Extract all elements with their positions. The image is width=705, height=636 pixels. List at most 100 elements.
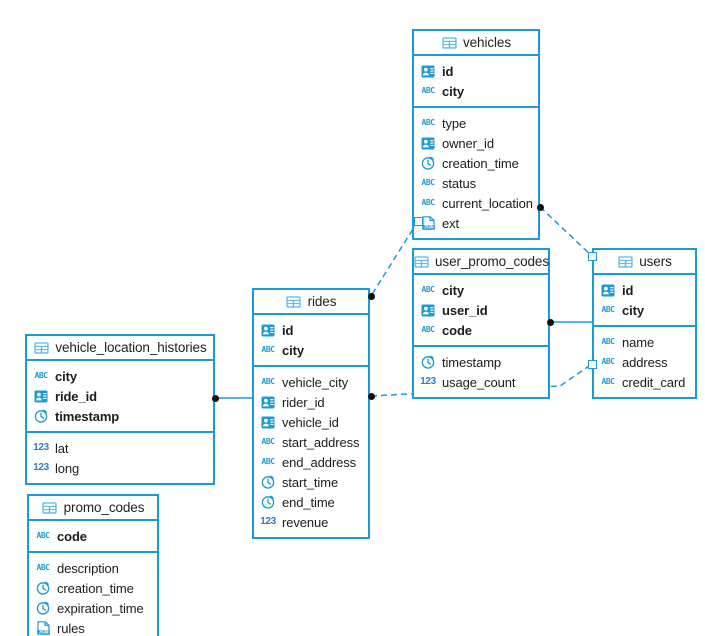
string-type-icon: ABC xyxy=(601,337,615,346)
column-name: city xyxy=(622,302,645,318)
number-type-icon: 123 xyxy=(33,442,49,453)
primary-key-row[interactable]: user_id xyxy=(414,300,548,320)
primary-key-row[interactable]: timestamp xyxy=(27,406,213,426)
number-type-icon: 123 xyxy=(420,376,436,387)
column-name: start_time xyxy=(282,474,339,490)
timestamp-type-icon xyxy=(260,495,276,509)
column-row[interactable]: creation_time xyxy=(414,153,538,173)
table-header-vehicles[interactable]: vehicles xyxy=(414,31,538,56)
column-name: timestamp xyxy=(442,354,502,370)
column-row[interactable]: creation_time xyxy=(29,578,157,598)
string-type-icon: ABC xyxy=(261,377,275,386)
string-type-icon: ABC xyxy=(421,285,435,294)
table-header-rides[interactable]: rides xyxy=(254,290,368,315)
table-name: promo_codes xyxy=(63,500,145,515)
string-type-icon: ABC xyxy=(261,437,275,446)
number-type-icon: 123 xyxy=(260,516,276,527)
uuid-type-icon xyxy=(600,283,616,297)
column-name: owner_id xyxy=(442,135,494,151)
column-row[interactable]: end_time xyxy=(254,492,368,512)
table-header-users[interactable]: users xyxy=(594,250,695,275)
uuid-type-icon xyxy=(420,64,436,78)
string-type-icon: ABC xyxy=(601,357,615,366)
uuid-type-icon xyxy=(420,136,436,150)
table-header-vehicle_location_histories[interactable]: vehicle_location_histories xyxy=(27,336,213,361)
column-row[interactable]: expiration_time xyxy=(29,598,157,618)
relationship-vehicles-rides xyxy=(370,220,419,297)
column-row[interactable]: 123 revenue xyxy=(254,512,368,532)
primary-key-row[interactable]: id xyxy=(254,320,368,340)
column-name: name xyxy=(622,334,655,350)
column-name: long xyxy=(55,460,80,476)
column-name: rider_id xyxy=(282,394,325,410)
column-name: city xyxy=(442,282,465,298)
column-name: description xyxy=(57,560,119,576)
column-row[interactable]: timestamp xyxy=(414,352,548,372)
primary-key-row[interactable]: ride_id xyxy=(27,386,213,406)
column-name: creation_time xyxy=(57,580,134,596)
column-name: type xyxy=(442,115,467,131)
relationship-source-marker xyxy=(211,394,219,402)
primary-key-row[interactable]: id xyxy=(414,61,538,81)
uuid-type-icon xyxy=(260,415,276,429)
column-row[interactable]: ABC name xyxy=(594,332,695,352)
table-icon xyxy=(33,341,49,355)
column-row[interactable]: owner_id xyxy=(414,133,538,153)
column-row[interactable]: 123 lat xyxy=(27,438,213,458)
table-name: users xyxy=(639,254,672,269)
string-type-icon: ABC xyxy=(36,563,50,572)
column-name: lat xyxy=(55,440,69,456)
column-row[interactable]: rider_id xyxy=(254,392,368,412)
column-name: city xyxy=(55,368,78,384)
column-row[interactable]: ABC description xyxy=(29,558,157,578)
column-row[interactable]: vehicle_id xyxy=(254,412,368,432)
column-group: ABC description creation_time expiration_ti… xyxy=(29,553,157,636)
string-type-icon: ABC xyxy=(36,531,50,540)
primary-key-row[interactable]: id xyxy=(594,280,695,300)
primary-key-row[interactable]: ABC city xyxy=(27,366,213,386)
primary-key-row[interactable]: ABC city xyxy=(414,280,548,300)
table-icon xyxy=(42,501,58,515)
relationship-target-marker xyxy=(587,359,597,369)
table-header-promo_codes[interactable]: promo_codes xyxy=(29,496,157,521)
column-name: id xyxy=(442,63,454,79)
timestamp-type-icon xyxy=(420,156,436,170)
svg-text:JSON: JSON xyxy=(38,630,49,635)
column-name: timestamp xyxy=(55,408,120,424)
column-row[interactable]: start_time xyxy=(254,472,368,492)
column-name: revenue xyxy=(282,514,329,530)
column-name: expiration_time xyxy=(57,600,144,616)
string-type-icon: ABC xyxy=(34,371,48,380)
table-header-user_promo_codes[interactable]: user_promo_codes xyxy=(413,250,549,275)
string-type-icon: ABC xyxy=(261,345,275,354)
